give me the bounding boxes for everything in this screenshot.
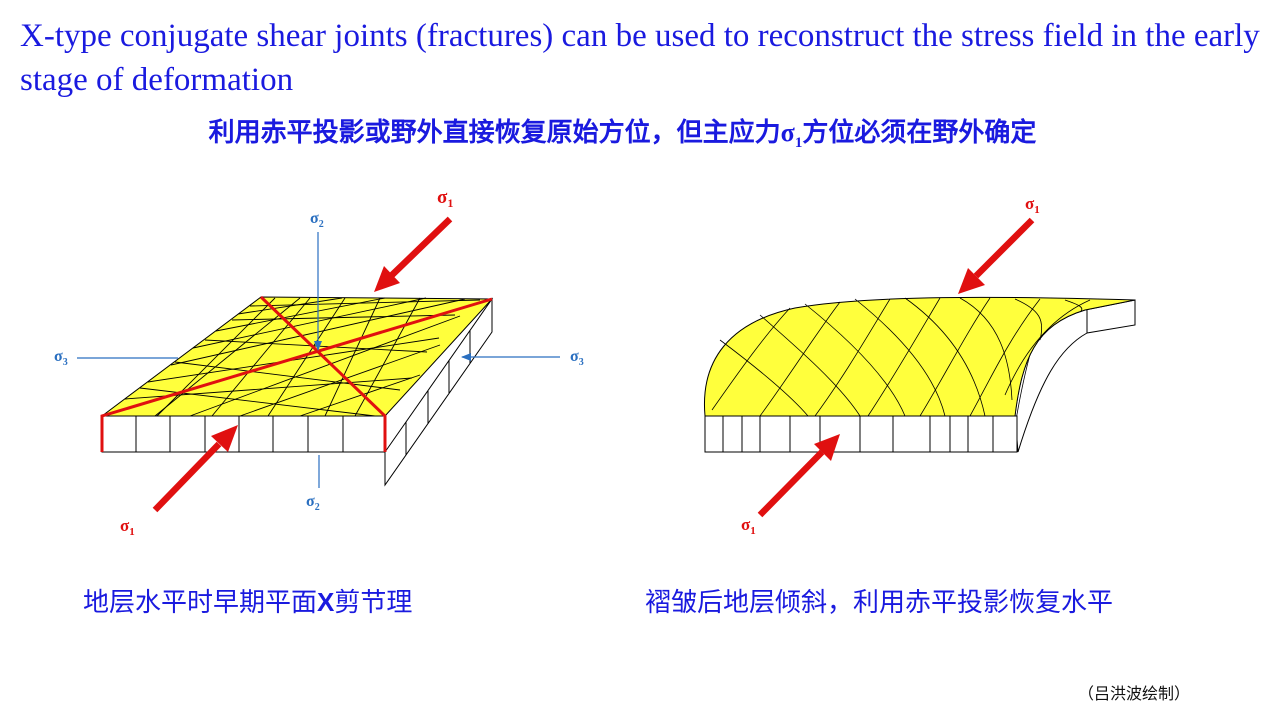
left-caption-text-after: 剪节理: [334, 588, 413, 618]
fold-sigma1-top-label: σ1: [1025, 194, 1040, 216]
sigma1-top-label: σ1: [437, 187, 453, 210]
fold-sigma1-bottom-label: σ1: [741, 515, 756, 537]
slide-subtitle: 利用赤平投影或野外直接恢复原始方位，但主应力σ1方位必须在野外确定: [0, 112, 1245, 152]
sigma2-top-label: σ2: [310, 210, 324, 230]
fold-sigma1-top-arrow: [958, 217, 1035, 294]
subtitle-sigma-subscript: 1: [794, 135, 803, 152]
fold-front-face-lines: [722, 416, 994, 452]
block-front-face-lines: [135, 416, 344, 452]
fold-joint-grid-a: [719, 297, 1083, 417]
sigma1-top-arrow: [374, 216, 453, 292]
joint-grid-set-a: [124, 297, 466, 417]
sigma3-right-label: σ3: [570, 348, 584, 368]
left-caption-x: X: [317, 587, 335, 617]
left-caption-text-before: 地层水平时早期平面: [83, 588, 318, 618]
subtitle-text-after: 方位必须在野外确定: [802, 118, 1037, 148]
fold-front-face: [704, 415, 1018, 453]
sigma1-bottom-label: σ1: [120, 516, 135, 538]
left-caption: 地层水平时早期平面X剪节理: [83, 582, 412, 619]
conjugate-shear-joints: [100, 295, 493, 452]
fold-sigma1-bottom-arrow: [757, 434, 840, 518]
subtitle-sigma: σ: [780, 118, 795, 147]
sigma1-bottom-arrow: [152, 425, 238, 513]
folded-layer-block: [703, 296, 1136, 453]
block-right-face: [384, 297, 493, 487]
sigma3-left-label: σ3: [54, 348, 68, 368]
sigma2-bottom-label: σ2: [306, 493, 320, 513]
credit-note: （吕洪波绘制）: [1078, 684, 1191, 703]
horizontal-layer-block: [100, 295, 494, 487]
shear-joint-1: [259, 295, 387, 452]
shear-joint-2: [100, 297, 493, 452]
subtitle-text-before: 利用赤平投影或野外直接恢复原始方位，但主应力: [208, 118, 781, 148]
fold-joint-grid-b: [711, 297, 1091, 417]
fold-top-surface: [703, 296, 1136, 417]
right-caption: 褶皱后地层倾斜，利用赤平投影恢复水平: [645, 588, 1114, 618]
slide-title: X-type conjugate shear joints (fractures…: [20, 18, 1260, 98]
